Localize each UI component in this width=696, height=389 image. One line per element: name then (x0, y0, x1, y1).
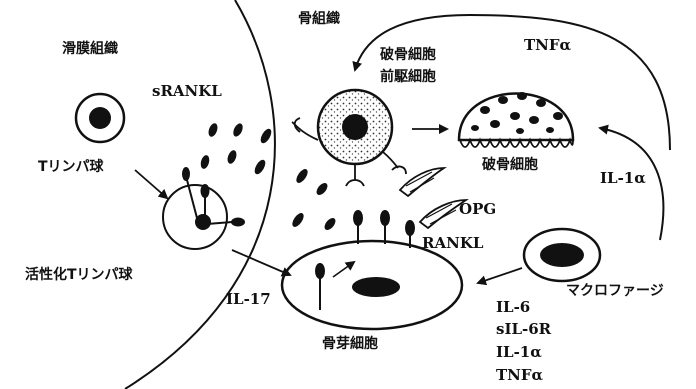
cytokine-il1-alpha: IL-1α (496, 345, 542, 360)
osteoclast-precursor-label-line2: 前駆細胞 (380, 70, 436, 84)
activated-t-lymphocyte-cell (163, 167, 245, 249)
osteoclast-label: 破骨細胞 (482, 158, 538, 172)
arrow-activated-to-osteoblast (232, 250, 290, 275)
macrophage-label: マクロファージ (566, 284, 664, 298)
arrow-t-to-activated (135, 170, 167, 198)
osteoblast-label: 骨芽細胞 (322, 337, 378, 351)
tnf-alpha-top-label: TNFα (524, 38, 571, 53)
il1-alpha-right-label: IL-1α (600, 171, 646, 186)
cytokine-tnf-alpha: TNFα (496, 368, 543, 383)
osteoblast-cell (282, 211, 462, 329)
opg-label: OPG (459, 202, 496, 217)
il17-label: IL-17 (226, 292, 271, 307)
osteoclast-precursor-label-line1: 破骨細胞 (380, 48, 436, 62)
activated-t-lymphocyte-label: 活性化Tリンパ球 (25, 268, 133, 282)
cytokine-il6: IL-6 (496, 300, 530, 315)
srankl-label: sRANKL (152, 84, 222, 99)
bone-tissue-label: 骨組織 (298, 12, 340, 26)
macrophage-cell (524, 229, 600, 281)
synovial-tissue-label: 滑膜組織 (62, 42, 118, 56)
t-lymphocyte-label: Tリンパ球 (38, 160, 104, 174)
t-lymphocyte-cell (76, 94, 124, 142)
osteoclast-cell (459, 92, 573, 147)
opg-molecules (400, 168, 466, 228)
rankl-label: RANKL (422, 236, 483, 251)
osteoclast-precursor-cell (292, 90, 406, 186)
cytokine-sil6r: sIL-6R (496, 322, 551, 337)
arrow-macrophage-to-osteoblast (478, 268, 522, 283)
